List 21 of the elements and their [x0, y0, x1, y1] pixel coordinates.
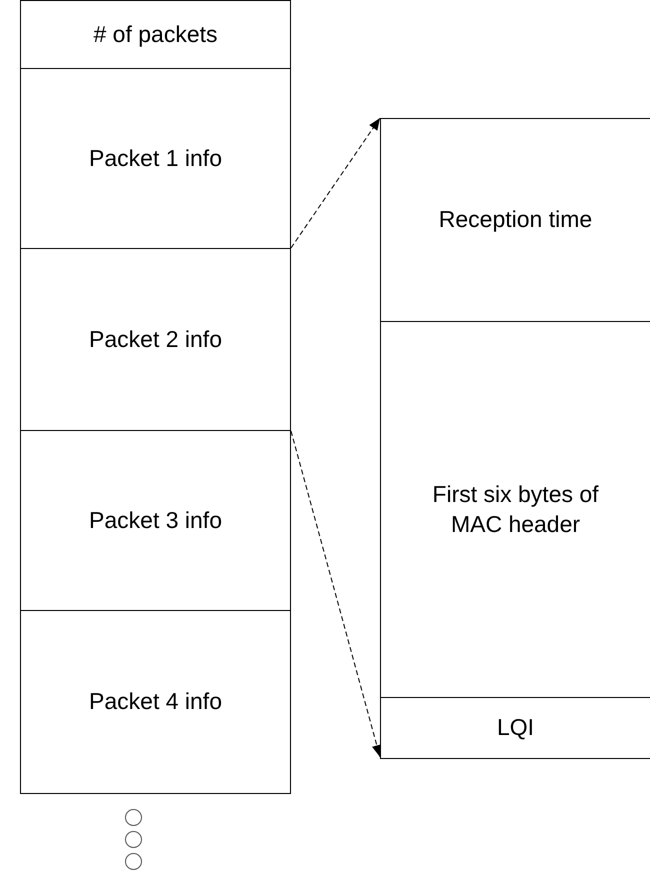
field-label: Reception time — [438, 205, 592, 234]
field-label: First six bytes of MAC header — [431, 480, 600, 538]
ellipsis-circle — [125, 853, 142, 870]
dashed-arrow — [290, 118, 380, 248]
field-label: Packet 2 info — [89, 324, 222, 354]
ellipsis-circle — [125, 831, 142, 848]
field-box — [20, 610, 291, 794]
field-label: LQI — [496, 713, 534, 742]
field-label: Packet 4 info — [89, 687, 222, 716]
field-box — [20, 430, 291, 611]
field-box — [380, 118, 650, 322]
field-label: Packet 1 info — [89, 144, 222, 173]
field-box — [20, 0, 291, 69]
dashed-arrow — [290, 430, 382, 758]
field-box — [20, 68, 291, 249]
field-label: # of packets — [93, 20, 218, 49]
field-box — [380, 697, 650, 759]
field-box — [20, 248, 291, 431]
ellipsis-circle — [125, 809, 142, 826]
field-label: Packet 3 info — [89, 506, 222, 535]
stack-box — [380, 118, 650, 759]
